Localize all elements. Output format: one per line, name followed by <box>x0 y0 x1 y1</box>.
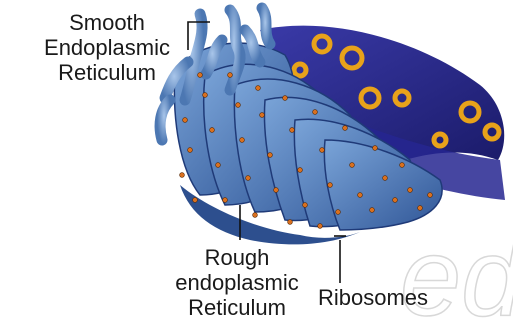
ribosomes-label: Ribosomes <box>318 285 458 310</box>
rough-er-label-line-2: endoplasmic <box>142 270 332 295</box>
rough-er-label: Rough endoplasmic Reticulum <box>142 245 332 320</box>
smooth-er-label-line-2: Endoplasmic <box>12 35 202 60</box>
smooth-er-label: Smooth Endoplasmic Reticulum <box>12 10 202 85</box>
watermark-text: ed <box>400 216 513 335</box>
smooth-er-label-line-3: Reticulum <box>12 60 202 85</box>
rough-er-label-line-1: Rough <box>142 245 332 270</box>
rough-er-label-line-3: Reticulum <box>142 295 332 320</box>
smooth-er-label-line-1: Smooth <box>12 10 202 35</box>
